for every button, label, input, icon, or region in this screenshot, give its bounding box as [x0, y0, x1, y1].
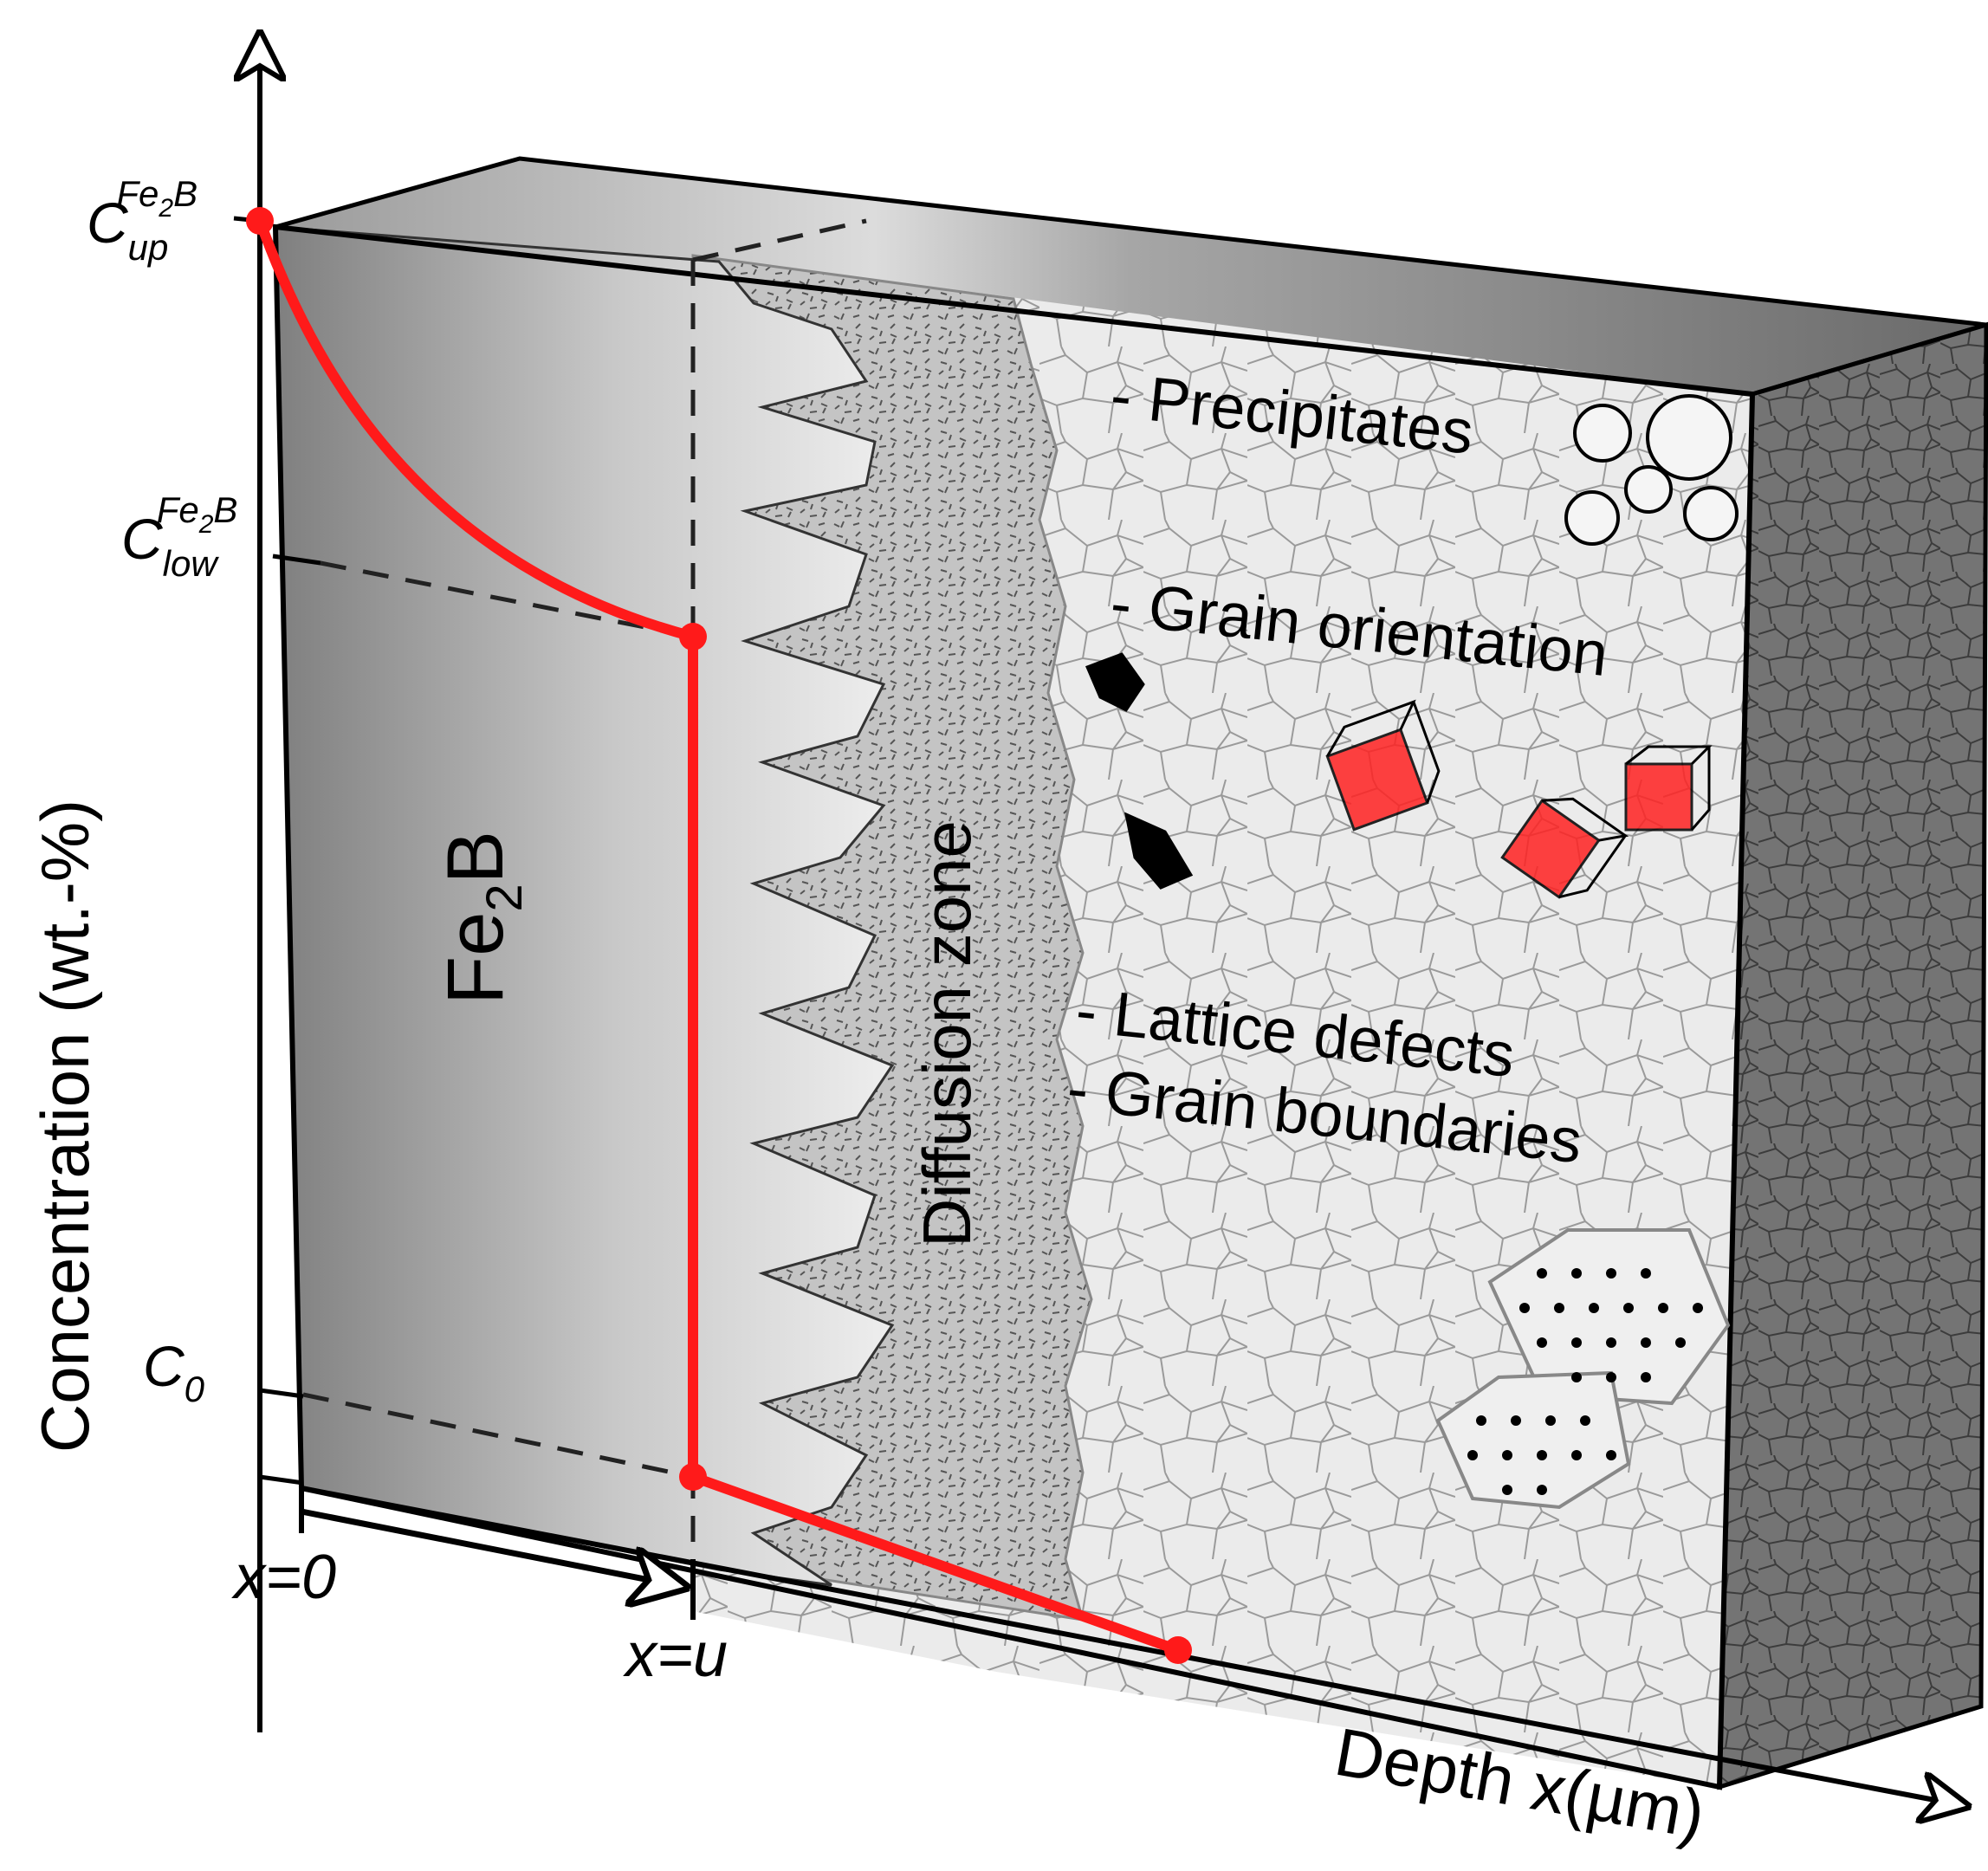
concentration-profile [246, 207, 1192, 1664]
defect-blob-icon [1124, 812, 1194, 890]
c-low-dashed-line [320, 560, 694, 639]
lattice-grain-icon [1435, 1370, 1631, 1510]
precipitate-circle [1624, 465, 1673, 514]
interface-top-dashed-line [692, 218, 867, 262]
c0-dashed-line [302, 1392, 694, 1479]
defect-blob-icon [1085, 652, 1145, 712]
boride-label: Fe2B [431, 831, 533, 1005]
point-interface [679, 1463, 707, 1491]
oriented-cube-icon [1500, 797, 1629, 899]
precipitates-icons [1564, 394, 1739, 546]
oriented-cube-icon [1325, 699, 1441, 832]
block-side-face [1717, 321, 1988, 1790]
lattice-points [1467, 1268, 1703, 1495]
tick-origin [259, 1474, 304, 1486]
point-end [1164, 1636, 1192, 1664]
y-axis-label: Concentration (wt.-%) [27, 800, 103, 1453]
grain-orientation-icons [1085, 652, 1713, 899]
precipitate-circle [1683, 486, 1739, 541]
xu-label: x=u [623, 1621, 728, 1690]
point-c-low [679, 623, 707, 651]
precipitate-circle [1564, 490, 1620, 546]
x0-label: x=0 [231, 1543, 336, 1612]
depth-bracket-arrow [301, 1508, 684, 1587]
profile-line [255, 218, 1181, 1655]
point-c-up [246, 207, 274, 235]
precipitate-circle [1646, 394, 1732, 481]
c-low-label: ClowFe2B [121, 489, 237, 584]
precipitate-circle [1573, 404, 1632, 463]
c-up-label: CupFe2B [87, 173, 198, 268]
tick-c0 [259, 1388, 304, 1399]
lattice-icons [1435, 1228, 1731, 1510]
c0-label: C0 [143, 1334, 205, 1409]
tick-c-low [272, 554, 321, 566]
oriented-cube-icon [1624, 745, 1713, 832]
boride-layer-region [274, 225, 895, 1587]
x-axis [301, 1486, 1966, 1806]
axes [233, 35, 1966, 1806]
diffusion-zone-label: Diffusion zone [909, 820, 985, 1247]
